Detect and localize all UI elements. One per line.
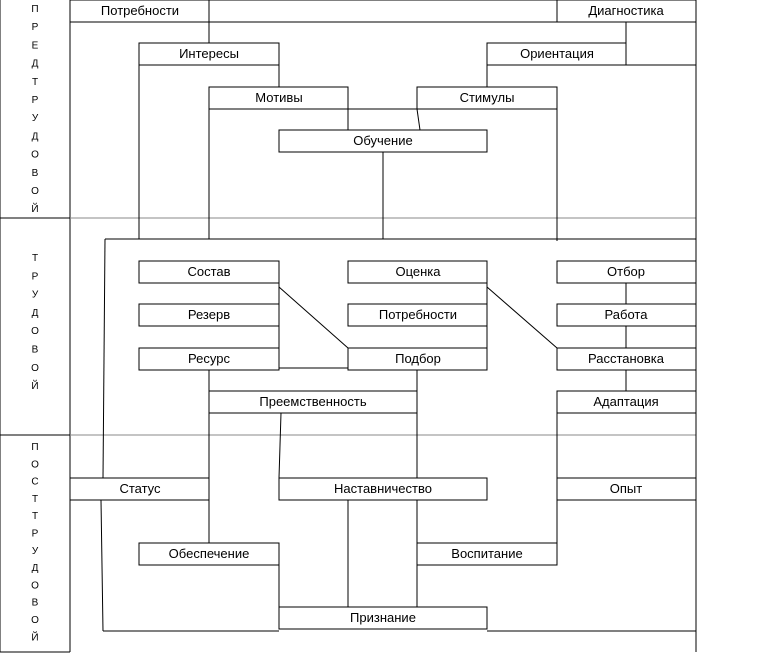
box-motivy: Мотивы: [208, 86, 349, 110]
box-label: Оценка: [395, 264, 441, 279]
box-label: Работа: [605, 307, 649, 322]
box-priznanie: Признание: [278, 606, 488, 630]
box-label: Диагностика: [588, 3, 664, 18]
box-label: Статус: [119, 481, 161, 496]
box-label: Состав: [187, 264, 230, 279]
box-rabota: Работа: [556, 303, 697, 327]
box-podbor: Подбор: [347, 347, 488, 371]
box-rasstanovka: Расстановка: [556, 347, 697, 371]
box-rezerv: Резерв: [138, 303, 280, 327]
box-potrebnosti-mid: Потребности: [347, 303, 488, 327]
box-label: Адаптация: [593, 394, 658, 409]
box-diagnostika: Диагностика: [556, 0, 697, 23]
box-label: Опыт: [610, 481, 642, 496]
box-label: Признание: [350, 610, 416, 625]
box-nastavnichestvo: Наставничество: [278, 477, 488, 501]
box-label: Мотивы: [255, 90, 302, 105]
box-label: Подбор: [395, 351, 441, 366]
box-label: Обеспечение: [169, 546, 250, 561]
box-sostav: Состав: [138, 260, 280, 284]
box-label: Преемственность: [259, 394, 366, 409]
box-adaptaciya: Адаптация: [556, 390, 697, 414]
box-label: Ориентация: [520, 46, 594, 61]
stage-column: [0, 0, 71, 653]
box-label: Потребности: [101, 3, 179, 18]
box-label: Стимулы: [460, 90, 515, 105]
box-ocenka: Оценка: [347, 260, 488, 284]
box-label: Наставничество: [334, 481, 432, 496]
box-otbor: Отбор: [556, 260, 697, 284]
box-label: Воспитание: [451, 546, 522, 561]
box-vospitanie: Воспитание: [416, 542, 558, 566]
box-label: Отбор: [607, 264, 645, 279]
box-potrebnosti-top: Потребности: [69, 0, 210, 23]
box-label: Потребности: [379, 307, 457, 322]
box-preemstvennost: Преемственность: [208, 390, 418, 414]
box-label: Ресурс: [188, 351, 230, 366]
box-resurs: Ресурс: [138, 347, 280, 371]
box-opyt: Опыт: [556, 477, 697, 501]
box-label: Обучение: [353, 133, 412, 148]
box-orientaciya: Ориентация: [486, 42, 627, 66]
box-obuchenie: Обучение: [278, 129, 488, 153]
box-label: Интересы: [179, 46, 239, 61]
box-interesy: Интересы: [138, 42, 280, 66]
box-label: Резерв: [188, 307, 230, 322]
box-label: Расстановка: [588, 351, 665, 366]
box-status: Статус: [69, 477, 210, 501]
box-stimuly: Стимулы: [416, 86, 558, 110]
box-obespechenie: Обеспечение: [138, 542, 280, 566]
